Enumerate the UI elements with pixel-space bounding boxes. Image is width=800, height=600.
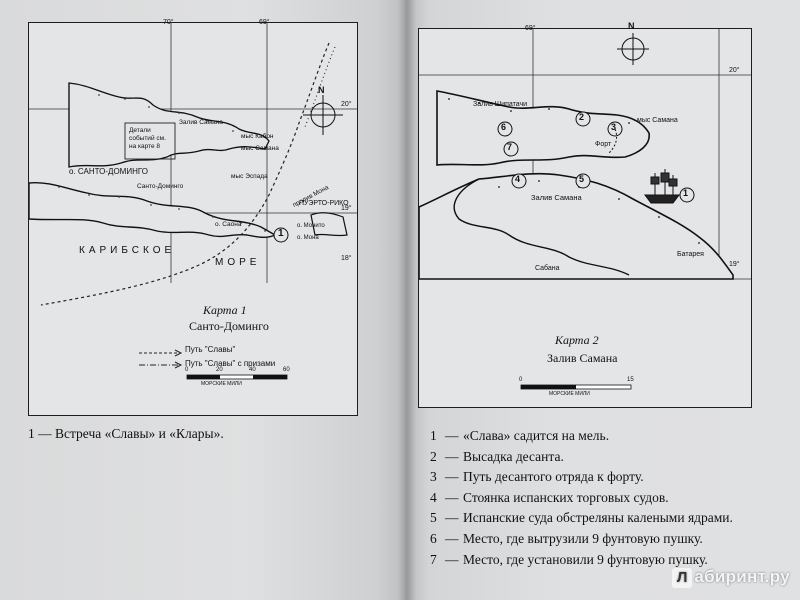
book-gutter [398,0,416,600]
marker-1-right: 1 [683,188,689,198]
legend-item: 6—Место, где вытрузили 9 фунтовую пушку. [430,530,703,546]
shipatach-bay-label: Залив Шипатачи [473,101,528,108]
marker-1: 1 [278,228,284,239]
legend-item: 5—Испанские суда обстреляны калеными ядр… [430,510,733,526]
legend-item: 2—Высадка десанта. [430,448,564,464]
lat-18-label: 18° [341,255,352,262]
lon-70-label: 70° [163,19,174,26]
legend-item: 1—«Слава» садится на мель. [430,428,610,443]
puerto-rico-label: ПУЭРТО-РИКО [299,200,349,207]
north-label: N [318,85,325,95]
city-label: Санто-Доминго [137,183,184,190]
scale-0: 0 [185,367,189,373]
cape-cabron-label: мыс Кабон [241,133,274,140]
legend-item: 7—Место, где установили 9 фунтовую пушку… [430,551,708,567]
marker-6: 6 [501,122,507,132]
scale-unit: МОРСКИЕ МИЛИ [201,381,242,387]
map2-title: Карта 2 [555,333,599,347]
lon-69-label-right: 69° [525,25,536,32]
samana-bay-label: Залив Самана [179,119,223,126]
map1-subtitle: Санто-Доминго [189,319,269,333]
map-samana-bay-drawing [419,29,751,390]
map1-title: Карта 1 [203,303,247,317]
labirint-logo-icon: Л [672,568,693,588]
sea-label: МОРЕ [215,257,261,268]
legend-route-prizes: Путь "Славы" с призами [185,359,276,368]
map2-subtitle: Залив Самана [547,351,618,365]
fort-label: Форт [595,141,612,148]
scale-unit-right: МОРСКИЕ МИЛИ [549,391,590,397]
marker-2: 2 [579,112,585,122]
lat-19-label-right: 19° [729,261,740,268]
samana-bay-label-right: Залив Самана [531,193,582,202]
cape-samana-label-right: мыс Самана [637,117,678,124]
lat-19-label: 19° [341,205,352,212]
watermark-text: абиринт.ру [694,567,790,586]
legend-route: Путь "Славы" [185,345,236,354]
north-label-right: N [628,21,635,31]
caribbean-label: КАРИБСКОЕ [79,245,176,256]
scale-40: 40 [249,367,256,373]
lat-20-label-right: 20° [729,67,740,74]
marker-5: 5 [579,174,585,184]
marker-4: 4 [515,174,521,184]
saona-label: о. Саона [215,221,242,228]
details-label: Детали событий см. на карте 8 [129,127,166,150]
scale-0-right: 0 [519,377,523,383]
battery-label: Батарея [677,251,704,258]
mona-island-label: о. Мона [297,235,319,241]
lon-69-label: 69° [259,19,270,26]
lat-20-label: 20° [341,101,352,108]
map-santo-domingo-drawing [29,23,357,380]
scale-15-right: 15 [627,377,634,383]
legend-item: 3—Путь десантого отряда к форту. [430,469,644,485]
left-page: 70° 69° 20° 19° 18° N Детали событий см.… [0,0,410,600]
monito-label: о. Монито [297,223,325,229]
cape-espada-label: мыс Эспада [231,173,268,180]
island-label: о. САНТО-ДОМИНГО [69,167,148,176]
scale-60: 60 [283,367,290,373]
marker-3: 3 [611,122,617,132]
cape-samana-label: мыс Самана [241,145,279,152]
sabana-label: Сабана [535,265,560,272]
marker-7: 7 [507,142,513,152]
event-legend-list: 1—«Слава» садится на мель. 2—Высадка дес… [430,426,733,570]
map-santo-domingo: 70° 69° 20° 19° 18° N Детали событий см.… [28,19,358,416]
map-samana-bay: 69° 20° 19° N Залив Шипатачи мыс Самана … [418,21,752,408]
legend-item: 4—Стоянка испанских торговых судов. [430,489,669,505]
left-caption: 1 — Встреча «Славы» и «Клары». [28,426,224,441]
scale-20: 20 [216,367,223,373]
